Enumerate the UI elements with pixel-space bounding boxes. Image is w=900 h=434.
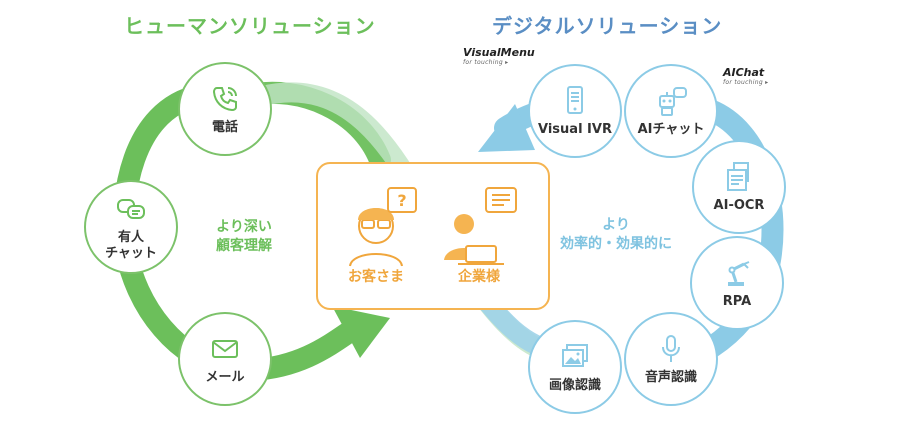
node-visual-ivr: Visual IVR (528, 64, 622, 158)
human-caption: より深い 顧客理解 (216, 219, 272, 254)
node-mail-label: メール (205, 369, 245, 385)
node-ai-chat-label: AIチャット (637, 121, 705, 137)
node-phone: 電話 (178, 62, 272, 156)
node-visual-ivr-label: Visual IVR (538, 121, 612, 137)
company-icon (444, 187, 517, 265)
center-box: ? お客さま 企業様 (316, 162, 550, 310)
node-phone-label: 電話 (211, 119, 238, 135)
blue-arrow-head (478, 104, 535, 152)
microphone-icon (662, 334, 680, 362)
company-label: 企業様 (458, 269, 500, 285)
node-rpa-label: RPA (722, 293, 752, 309)
phone-icon (212, 86, 237, 111)
node-ai-ocr: AI-OCR (692, 140, 786, 234)
visualmenu-logo-text: VisualMenu (463, 46, 535, 59)
node-live-chat-label: 有人 チャット (105, 229, 157, 261)
aichat-logo-sub: for touching ▸ (723, 79, 769, 86)
robot-chat-icon (659, 86, 687, 116)
node-speech-recognition-label: 音声認識 (644, 369, 697, 385)
center-illustration: ? (349, 187, 517, 267)
robot-arm-icon (728, 260, 750, 286)
mail-icon (212, 339, 238, 358)
document-icon (727, 161, 749, 191)
node-image-recognition: 画像認識 (528, 320, 622, 414)
customer-label: お客さま (348, 269, 404, 285)
node-speech-recognition: 音声認識 (624, 312, 718, 406)
human-solution-title: ヒューマンソリューション (124, 14, 376, 38)
svg-text:?: ? (397, 191, 406, 210)
aichat-logo: AIChat for touching ▸ (723, 66, 768, 86)
chat-bubbles-icon (117, 198, 145, 219)
customer-icon: ? (349, 187, 417, 267)
node-rpa: RPA (690, 236, 784, 330)
node-image-recognition-label: 画像認識 (548, 377, 601, 393)
node-mail: メール (178, 312, 272, 406)
smartphone-icon (567, 85, 583, 114)
image-icon (562, 343, 588, 367)
green-arrow-head (332, 306, 390, 358)
digital-solution-title: デジタルソリューション (492, 14, 723, 38)
digital-caption: より 効率的・効果的に (560, 217, 672, 252)
node-ai-ocr-label: AI-OCR (713, 197, 765, 213)
node-ai-chat: AIチャット (624, 64, 718, 158)
visualmenu-logo-sub: for touching ▸ (463, 59, 509, 66)
visualmenu-logo: VisualMenu for touching ▸ (463, 46, 535, 66)
node-live-chat: 有人 チャット (84, 180, 178, 274)
aichat-logo-text: AIChat (723, 66, 765, 79)
